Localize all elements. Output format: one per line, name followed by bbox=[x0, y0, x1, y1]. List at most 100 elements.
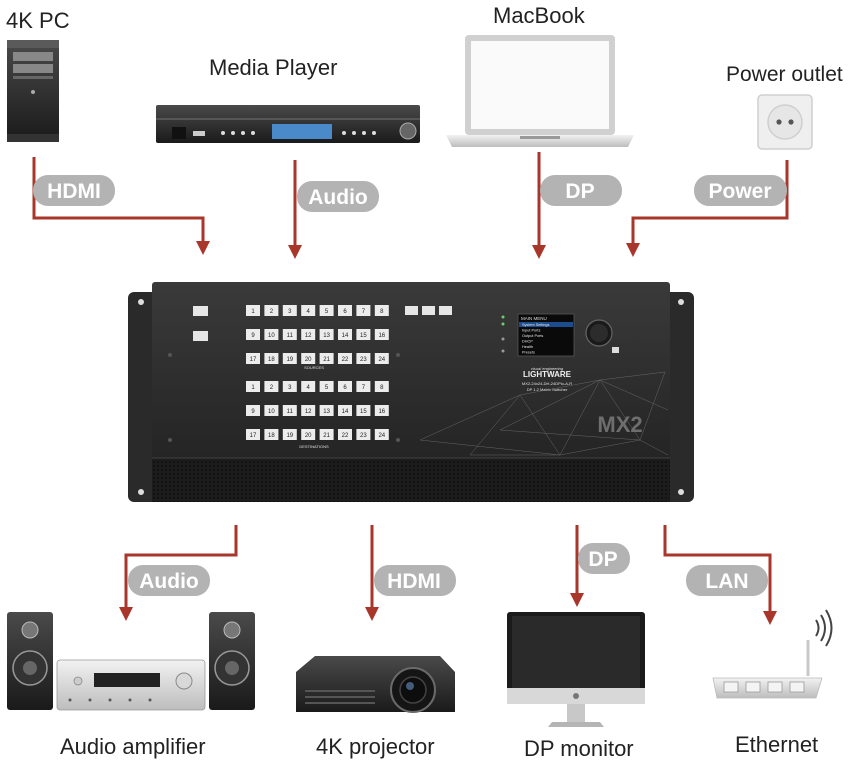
source-key-6[interactable]: 6 bbox=[338, 305, 352, 316]
source-key-19[interactable]: 19 bbox=[282, 353, 297, 364]
source-key-18[interactable]: 18 bbox=[264, 353, 279, 364]
lcd-menu-title: MAIN MENU bbox=[521, 316, 547, 321]
destination-key-label: 14 bbox=[342, 409, 349, 415]
source-key-17[interactable]: 17 bbox=[246, 353, 260, 364]
power-outlet-label: Power outlet bbox=[726, 63, 843, 86]
destination-key-label: 9 bbox=[251, 409, 255, 415]
lcd-menu-item: Output Ports bbox=[522, 334, 543, 338]
destination-key-11[interactable]: 11 bbox=[282, 405, 297, 416]
source-key-14[interactable]: 14 bbox=[338, 329, 352, 340]
destination-key-label: 13 bbox=[323, 409, 330, 415]
preset-button[interactable] bbox=[422, 306, 435, 315]
destination-key-14[interactable]: 14 bbox=[338, 405, 352, 416]
source-key-label: 23 bbox=[360, 357, 367, 363]
source-key-label: 16 bbox=[378, 333, 385, 339]
media-player-icon bbox=[156, 105, 420, 143]
source-key-label: 17 bbox=[250, 357, 257, 363]
macbook-icon bbox=[446, 35, 634, 147]
destination-key-13[interactable]: 13 bbox=[319, 405, 334, 416]
destination-key-20[interactable]: 20 bbox=[301, 429, 316, 440]
destination-key-label: 24 bbox=[378, 433, 385, 439]
destination-key-12[interactable]: 12 bbox=[301, 405, 316, 416]
lan-out-pill: LAN bbox=[686, 565, 768, 596]
source-key-label: 4 bbox=[307, 309, 311, 315]
source-key-21[interactable]: 21 bbox=[319, 353, 334, 364]
source-key-3[interactable]: 3 bbox=[282, 305, 297, 316]
destination-key-5[interactable]: 5 bbox=[319, 381, 334, 392]
source-key-5[interactable]: 5 bbox=[319, 305, 334, 316]
source-key-8[interactable]: 8 bbox=[374, 305, 389, 316]
source-key-11[interactable]: 11 bbox=[282, 329, 297, 340]
take-button[interactable] bbox=[193, 306, 208, 316]
source-key-23[interactable]: 23 bbox=[356, 353, 371, 364]
source-key-10[interactable]: 10 bbox=[264, 329, 279, 340]
source-key-7[interactable]: 7 bbox=[356, 305, 371, 316]
destination-key-22[interactable]: 22 bbox=[338, 429, 352, 440]
destination-key-17[interactable]: 17 bbox=[246, 429, 260, 440]
source-key-label: 22 bbox=[342, 357, 349, 363]
destination-key-18[interactable]: 18 bbox=[264, 429, 279, 440]
destination-key-label: 19 bbox=[286, 433, 293, 439]
destination-key-24[interactable]: 24 bbox=[374, 429, 389, 440]
source-key-label: 1 bbox=[251, 309, 255, 315]
source-key-label: 21 bbox=[323, 357, 330, 363]
destination-key-1[interactable]: 1 bbox=[246, 381, 260, 392]
destination-key-label: 6 bbox=[343, 385, 347, 391]
audio-out-pill: Audio bbox=[128, 565, 210, 596]
source-key-label: 20 bbox=[305, 357, 312, 363]
destination-key-label: 4 bbox=[307, 385, 311, 391]
audio-out-label: Audio bbox=[139, 570, 198, 593]
source-key-1[interactable]: 1 bbox=[246, 305, 260, 316]
destination-key-16[interactable]: 16 bbox=[374, 405, 389, 416]
connection-lines bbox=[32, 152, 789, 625]
source-key-13[interactable]: 13 bbox=[319, 329, 334, 340]
lcd-screen bbox=[517, 313, 575, 357]
source-key-4[interactable]: 4 bbox=[301, 305, 316, 316]
destination-key-8[interactable]: 8 bbox=[374, 381, 389, 392]
back-button[interactable] bbox=[612, 347, 619, 353]
destination-key-3[interactable]: 3 bbox=[282, 381, 297, 392]
source-key-24[interactable]: 24 bbox=[374, 353, 389, 364]
destination-key-label: 2 bbox=[270, 385, 274, 391]
model-subtitle: DP 1.2 Matrix Switcher bbox=[527, 387, 568, 392]
destination-key-4[interactable]: 4 bbox=[301, 381, 316, 392]
destination-key-label: 20 bbox=[305, 433, 312, 439]
destination-key-10[interactable]: 10 bbox=[264, 405, 279, 416]
destination-key-9[interactable]: 9 bbox=[246, 405, 260, 416]
destination-key-6[interactable]: 6 bbox=[338, 381, 352, 392]
load-button[interactable] bbox=[439, 306, 452, 315]
source-key-16[interactable]: 16 bbox=[374, 329, 389, 340]
destination-key-7[interactable]: 7 bbox=[356, 381, 371, 392]
destination-key-23[interactable]: 23 bbox=[356, 429, 371, 440]
destination-key-21[interactable]: 21 bbox=[319, 429, 334, 440]
source-key-label: 18 bbox=[268, 357, 275, 363]
source-key-label: 6 bbox=[343, 309, 347, 315]
destination-key-15[interactable]: 15 bbox=[356, 405, 371, 416]
power-in-line bbox=[626, 160, 789, 257]
source-key-2[interactable]: 2 bbox=[264, 305, 279, 316]
destination-key-label: 18 bbox=[268, 433, 275, 439]
destination-key-label: 3 bbox=[288, 385, 292, 391]
view-button[interactable] bbox=[405, 306, 418, 315]
source-key-12[interactable]: 12 bbox=[301, 329, 316, 340]
destination-key-19[interactable]: 19 bbox=[282, 429, 297, 440]
pc-label: 4K PC bbox=[6, 8, 70, 33]
source-key-22[interactable]: 22 bbox=[338, 353, 352, 364]
source-key-9[interactable]: 9 bbox=[246, 329, 260, 340]
lcd-menu-item: Input Ports bbox=[522, 329, 540, 333]
destination-key-label: 23 bbox=[360, 433, 367, 439]
monitor-icon bbox=[507, 612, 645, 727]
dp-out-pill: DP bbox=[578, 543, 630, 574]
apple-logo-icon bbox=[573, 693, 579, 699]
destination-key-label: 16 bbox=[378, 409, 385, 415]
destination-key-2[interactable]: 2 bbox=[264, 381, 279, 392]
source-key-20[interactable]: 20 bbox=[301, 353, 316, 364]
source-key-label: 10 bbox=[268, 333, 275, 339]
control-lock-button[interactable] bbox=[193, 331, 208, 341]
source-key-15[interactable]: 15 bbox=[356, 329, 371, 340]
destination-key-label: 7 bbox=[362, 385, 366, 391]
model-line: MX2-24x24-DH-24DPio-A-R bbox=[522, 381, 572, 386]
source-key-label: 14 bbox=[342, 333, 349, 339]
